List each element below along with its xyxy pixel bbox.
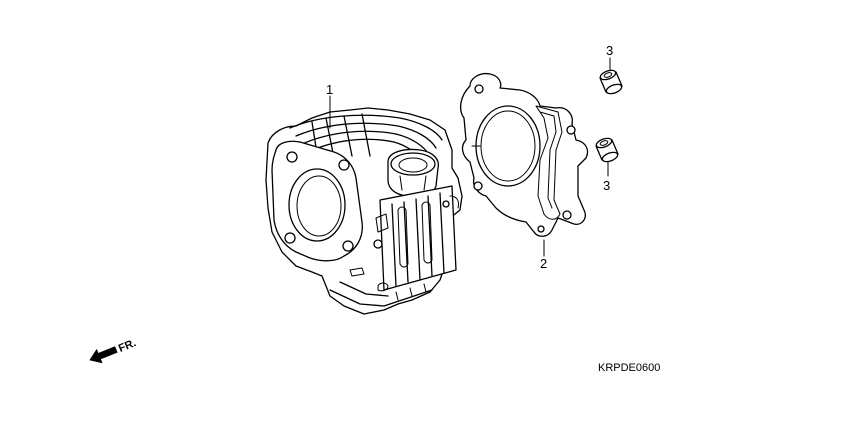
callout-1-cylinder: 1: [326, 82, 333, 97]
dowel-pin-bottom: [595, 137, 619, 163]
dowel-pin-top: [599, 69, 623, 95]
callout-2-gasket: 2: [540, 256, 547, 271]
direction-label: FR.: [117, 337, 138, 355]
callout-3-dowel-bottom: 3: [603, 178, 610, 193]
arrow-icon: [89, 346, 118, 364]
cylinder-part: [265, 107, 463, 315]
leader-lines: [329, 57, 611, 257]
callout-3-dowel-top: 3: [606, 43, 613, 58]
front-direction-arrow: FR.: [89, 337, 138, 364]
diagram-code: KRPDE0600: [598, 362, 660, 374]
gasket-part: [459, 72, 589, 237]
